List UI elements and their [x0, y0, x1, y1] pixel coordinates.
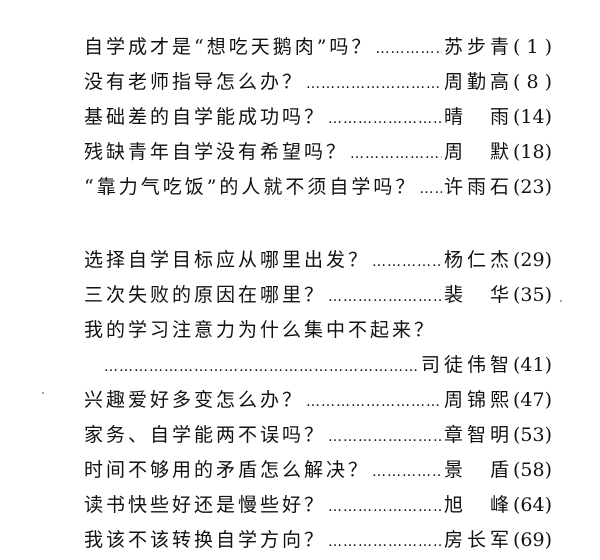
entry-page: ( 1 ) — [513, 36, 552, 58]
toc-entry: 选择自学目标应从哪里出发？ 杨仁杰(29) — [84, 245, 552, 280]
entry-title: 没有老师指导怎么办？ — [84, 71, 305, 93]
leader-dots — [328, 499, 442, 515]
entry-page: (58) — [512, 459, 552, 481]
entry-page: (53) — [512, 424, 552, 446]
entry-author: 苏步青 — [443, 36, 513, 58]
entry-author: 晴 雨 — [443, 106, 513, 128]
toc-entry: 时间不够用的矛盾怎么解决？ 景 盾(58) — [84, 455, 552, 490]
entry-author: 章智明 — [443, 424, 513, 446]
entry-page: (47) — [512, 389, 552, 411]
entry-title: 三次失败的原因在哪里？ — [84, 284, 327, 306]
entry-page: (69) — [512, 529, 552, 551]
toc-entry: 基础差的自学能成功吗？ 晴 雨(14) — [84, 102, 552, 137]
toc-entry: 残缺青年自学没有希望吗？ 周 默(18) — [84, 137, 552, 172]
entry-page: ( 8 ) — [513, 71, 552, 93]
entry-author: 杨仁杰 — [443, 249, 513, 271]
entry-page: (64) — [512, 494, 552, 516]
toc-entry: 自学成才是“想吃天鹅肉”吗？ 苏步青( 1 ) — [84, 32, 552, 67]
leader-dots — [350, 146, 442, 162]
entry-author: 景 盾 — [443, 459, 513, 481]
entry-author: 旭 峰 — [443, 494, 513, 516]
entry-title: 选择自学目标应从哪里出发？ — [84, 249, 371, 271]
entry-author: 周锦熙 — [443, 389, 513, 411]
leader-dots — [419, 181, 442, 197]
toc-entry: 家务、自学能两不误吗？ 章智明(53) — [84, 420, 552, 455]
leader-dots — [372, 464, 442, 480]
entry-title: 时间不够用的矛盾怎么解决？ — [84, 459, 371, 481]
toc-entry: 没有老师指导怎么办？ 周勤高( 8 ) — [84, 67, 552, 102]
entry-page: (29) — [512, 249, 552, 271]
toc-entry-continuation: 司徒伟智(41) — [84, 350, 552, 385]
leader-dots — [328, 534, 442, 550]
entry-title: 家务、自学能两不误吗？ — [84, 424, 327, 446]
entry-title: 读书快些好还是慢些好？ — [84, 494, 327, 516]
entry-title: 我的学习注意力为什么集中不起来？ — [84, 319, 437, 341]
entry-page: (23) — [512, 176, 552, 198]
leader-dots — [328, 111, 442, 127]
entry-title: 自学成才是“想吃天鹅肉”吗？ — [84, 36, 374, 58]
leader-dots — [328, 289, 442, 305]
leader-dots — [306, 76, 442, 92]
entry-page: (41) — [512, 354, 552, 376]
entry-author: 周 默 — [443, 141, 513, 163]
leader-dots — [375, 41, 442, 57]
leader-dots — [306, 394, 442, 410]
entry-title: 残缺青年自学没有希望吗？ — [84, 141, 349, 163]
leader-dots — [328, 429, 442, 445]
entry-title: “靠力气吃饭”的人就不须自学吗？ — [84, 176, 418, 198]
toc-entry: “靠力气吃饭”的人就不须自学吗？ 许雨石(23) — [84, 172, 552, 207]
toc-entry: 我该不该转换自学方向？房长军(69) — [84, 525, 552, 560]
entry-page: (14) — [512, 106, 552, 128]
entry-page: (18) — [512, 141, 552, 163]
toc-entry: 三次失败的原因在哪里？ 裴 华(35) — [84, 280, 552, 315]
toc-entry: 读书快些好还是慢些好？ 旭 峰(64) — [84, 490, 552, 525]
section-gap — [84, 207, 552, 245]
entry-title: 兴趣爱好多变怎么办？ — [84, 389, 305, 411]
leader-dots — [104, 359, 419, 375]
toc-entry: 兴趣爱好多变怎么办？ 周锦熙(47) — [84, 385, 552, 420]
toc-entry: 我的学习注意力为什么集中不起来？ — [84, 315, 552, 350]
entry-author: 裴 华 — [443, 284, 513, 306]
scan-speck — [42, 392, 44, 394]
entry-page: (35) — [512, 284, 552, 306]
entry-author: 许雨石 — [443, 176, 513, 198]
table-of-contents: 自学成才是“想吃天鹅肉”吗？ 苏步青( 1 ) 没有老师指导怎么办？ 周勤高( 8 … — [84, 32, 552, 560]
entry-author: 司徒伟智 — [420, 354, 513, 376]
entry-author: 周勤高 — [443, 71, 513, 93]
scan-speck — [560, 300, 562, 302]
entry-title: 基础差的自学能成功吗？ — [84, 106, 327, 128]
leader-dots — [372, 254, 442, 270]
